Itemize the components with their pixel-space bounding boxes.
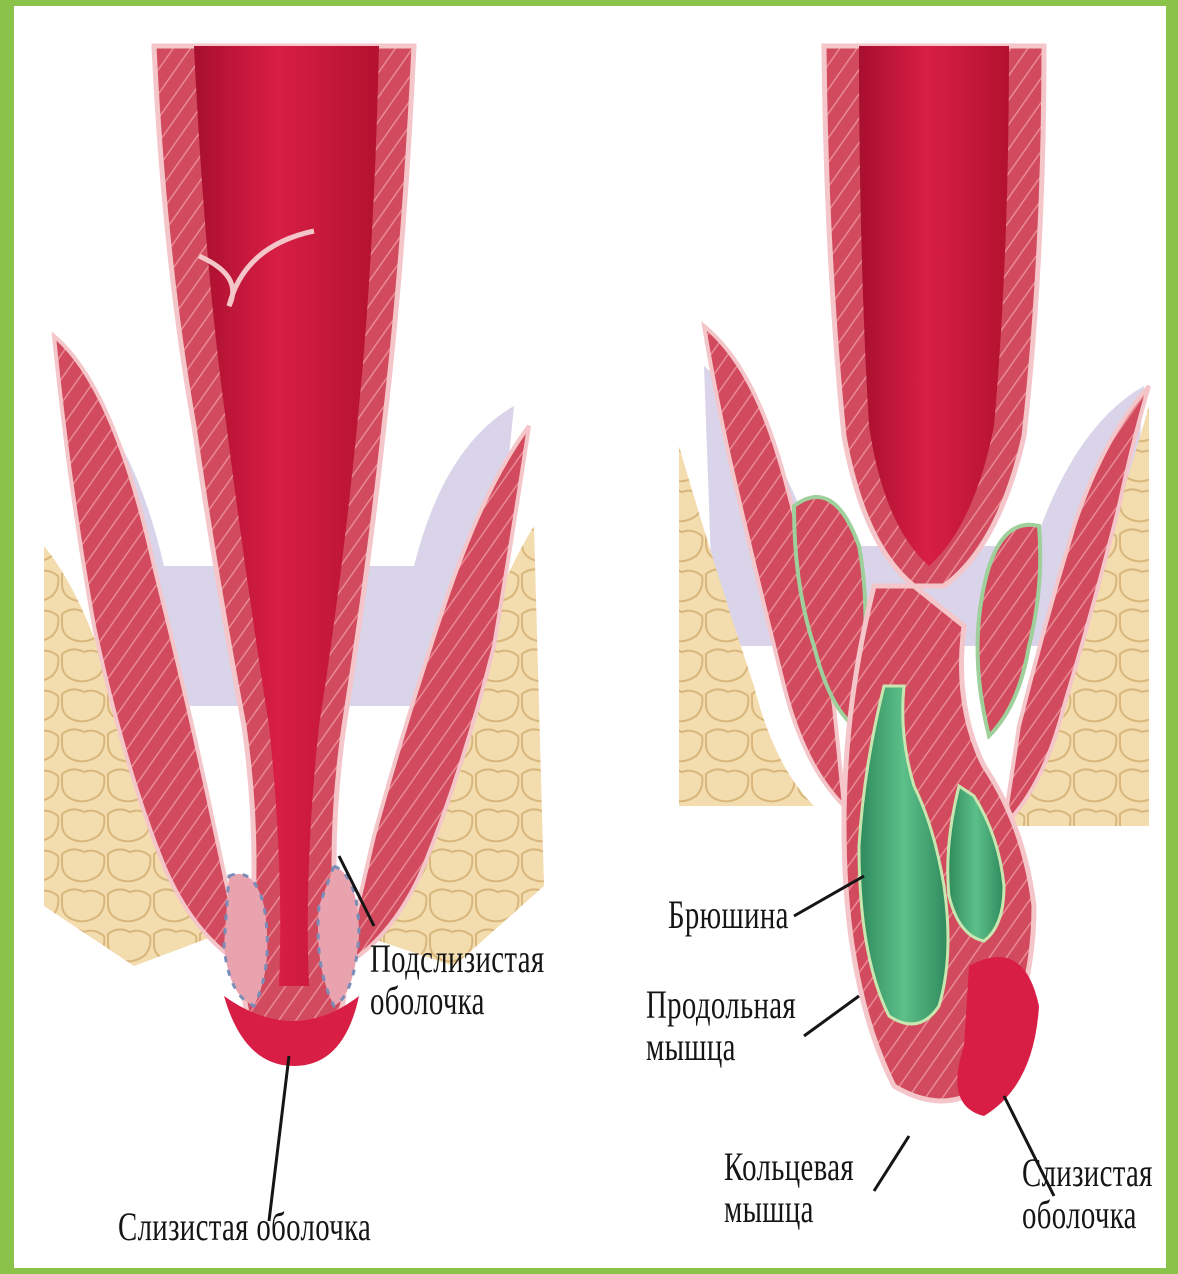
right-everted-mucosa (957, 957, 1039, 1116)
right-longitudinal-muscle-leader (804, 996, 859, 1036)
label-longitudinal-muscle-line2: мышца (646, 1026, 796, 1068)
anatomy-illustration (14, 6, 1166, 1268)
left-anatomy-normal (44, 46, 544, 1221)
label-peritoneum: Брюшина (668, 894, 789, 936)
label-circular-muscle-line1: Кольцевая (724, 1146, 854, 1188)
label-longitudinal-muscle: Продольная мышца (646, 984, 796, 1068)
label-mucosa-right-line2: оболочка (1022, 1194, 1153, 1236)
label-submucosa-line1: Подслизистая (370, 938, 544, 980)
label-circular-muscle-line2: мышца (724, 1188, 854, 1230)
label-mucosa-left: Слизистая оболочка (118, 1206, 371, 1248)
label-submucosa: Подслизистая оболочка (370, 938, 544, 1022)
label-submucosa-line2: оболочка (370, 980, 544, 1022)
illustration-canvas: Подслизистая оболочка Слизистая оболочка… (14, 6, 1166, 1268)
left-mucosa-leader (269, 1056, 289, 1221)
label-mucosa-right-line1: Слизистая (1022, 1152, 1153, 1194)
label-mucosa-right: Слизистая оболочка (1022, 1152, 1153, 1236)
label-circular-muscle: Кольцевая мышца (724, 1146, 854, 1230)
label-longitudinal-muscle-line1: Продольная (646, 984, 796, 1026)
right-circular-muscle-leader (874, 1136, 909, 1191)
